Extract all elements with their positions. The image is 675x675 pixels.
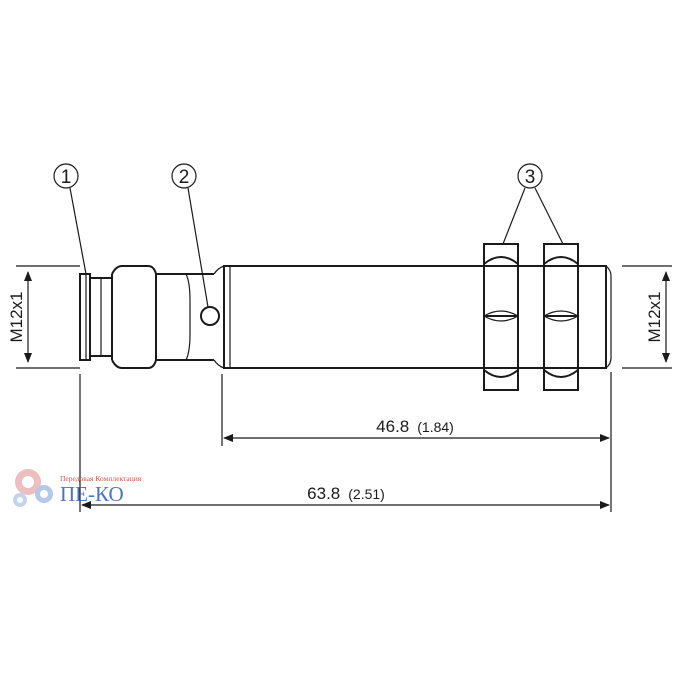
connector-end bbox=[79, 273, 113, 361]
gear-icon bbox=[13, 469, 53, 507]
dimension-63-8: 63.8 (2.51) bbox=[81, 484, 610, 509]
dim-inner-alt: (1.84) bbox=[417, 419, 454, 435]
threaded-housing bbox=[223, 265, 612, 369]
svg-text:1: 1 bbox=[61, 167, 72, 188]
led-indicator bbox=[200, 306, 220, 326]
thread-dimension-right: M12x1 bbox=[622, 265, 672, 369]
svg-text:46.8 (1.84): 46.8 (1.84) bbox=[376, 417, 454, 436]
dimension-46-8: 46.8 (1.84) bbox=[223, 417, 610, 442]
svg-text:3: 3 bbox=[525, 167, 536, 188]
svg-text:2: 2 bbox=[179, 167, 190, 188]
watermark-big-text: ПЕ-КО bbox=[60, 482, 124, 506]
watermark-logo: Передовая Комплектация ПЕ-КО bbox=[13, 469, 142, 507]
callout-2: 2 bbox=[171, 163, 209, 308]
dim-inner-value: 46.8 bbox=[376, 417, 409, 436]
knurled-ring bbox=[111, 265, 157, 369]
dim-outer-value: 63.8 bbox=[307, 484, 340, 503]
watermark-small-text: Передовая Комплектация bbox=[60, 474, 142, 483]
nut-1 bbox=[483, 243, 519, 391]
thread-dimension-left: M12x1 bbox=[7, 265, 80, 369]
thread-label-left: M12x1 bbox=[7, 291, 26, 342]
sensor-neck bbox=[156, 265, 225, 369]
callout-1: 1 bbox=[53, 163, 87, 275]
callout-3: 3 bbox=[502, 163, 564, 245]
nut-2 bbox=[543, 243, 579, 391]
svg-text:63.8 (2.51): 63.8 (2.51) bbox=[307, 484, 385, 503]
sensor-body bbox=[79, 243, 612, 391]
dim-outer-alt: (2.51) bbox=[348, 486, 385, 502]
thread-label-right: M12x1 bbox=[645, 291, 664, 342]
